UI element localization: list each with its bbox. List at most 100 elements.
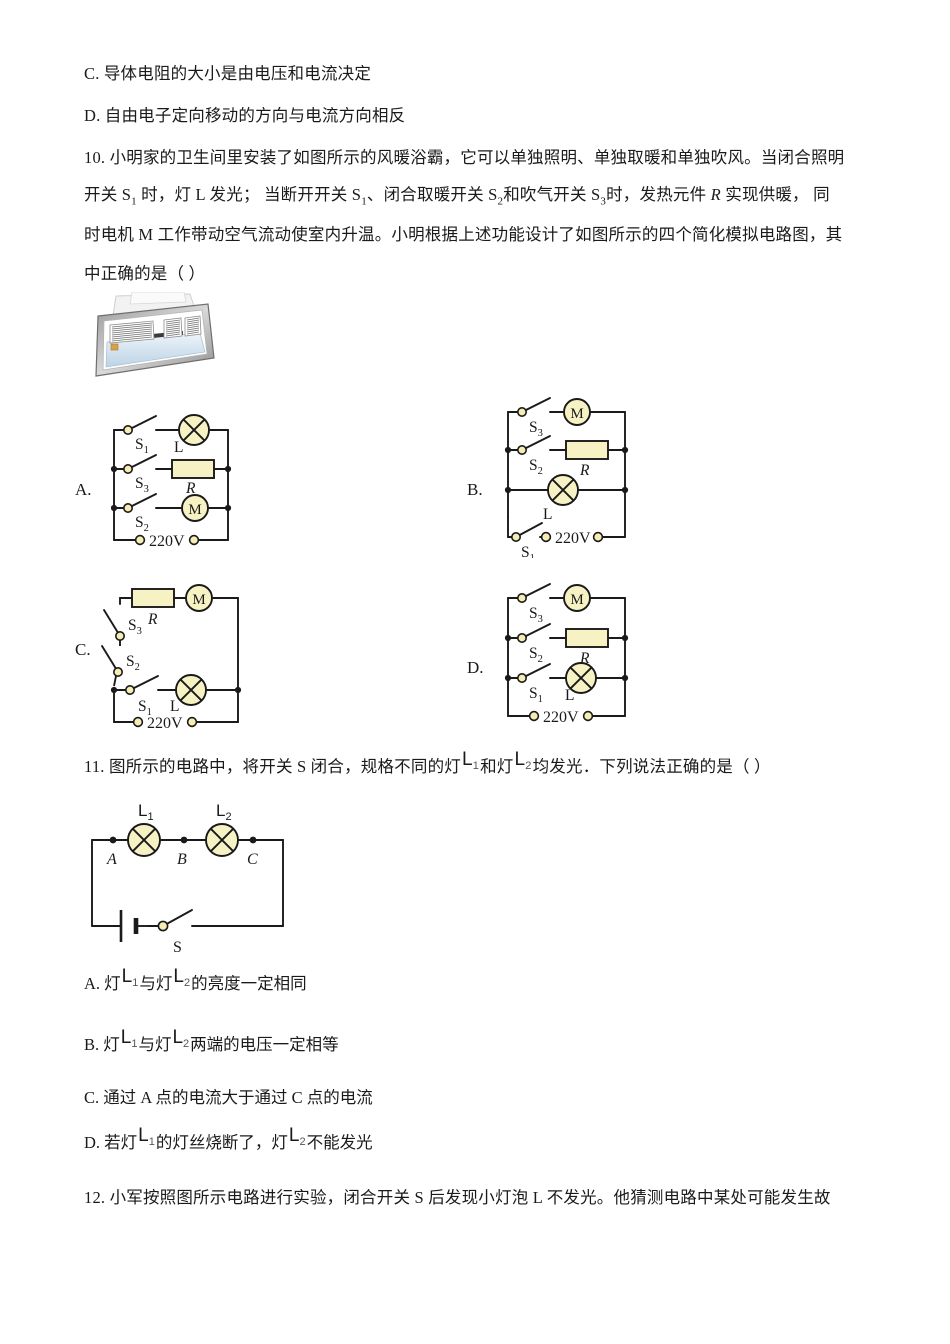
label-b: B [177, 851, 187, 868]
q11-stem-lamp1: L1 [461, 749, 480, 772]
q9-option-d: D. 自由电子定向移动的方向与电流方向相反 [84, 106, 406, 125]
q10-l2b: 时，灯 L 发光； 当断开开关 S [136, 185, 362, 204]
label-l: L [170, 698, 179, 715]
q11-option-b-key: B. [84, 1035, 100, 1054]
label-s1: S1 [135, 436, 149, 456]
q11-option-a-l1: L1 [121, 966, 139, 989]
label-220v: 220V [149, 533, 185, 550]
q10-choice-d-figure: M S3 S2 S1 R L 220V D. [467, 576, 656, 736]
q11-option-d-pre: 若灯 [104, 1133, 138, 1152]
q10-choice-c-figure: M S3 S2 S1 R L 220V C. [75, 580, 268, 740]
label-l2: L2 [216, 801, 232, 823]
source-terminal-right [592, 531, 604, 543]
switch-s3 [103, 609, 125, 642]
choice-d-key[interactable]: D. [467, 658, 484, 677]
label-r: R [147, 611, 158, 628]
q11-option-b-post: 两端的电压一定相等 [190, 1035, 339, 1054]
label-220v: 220V [555, 530, 591, 547]
q10-l2a-sub: 1 [131, 195, 137, 208]
switch-s2 [516, 623, 551, 643]
motor-m: M [563, 584, 591, 612]
lamp-l1 [127, 823, 161, 857]
q10-l2g: 实现供暖， 同 [720, 185, 830, 204]
resistor-r [565, 628, 609, 648]
switch-s1 [122, 415, 157, 435]
q10-line1-text: 小明家的卫生间里安装了如图所示的风暖浴霸，它可以单独照明、单独取暖和单独吹风。当… [109, 148, 845, 167]
q10-l2c: 、闭合取暖开关 S [366, 185, 498, 204]
label-r: R [185, 480, 196, 497]
q10-resistor-symbol: R [710, 185, 721, 204]
label-s3: S3 [529, 419, 543, 439]
q9-option-c: C. 导体电阻的大小是由电压和电流决定 [84, 64, 372, 83]
lamp-l2 [205, 823, 239, 857]
resistor-r [131, 588, 175, 608]
q11-option-a-pre: 灯 [104, 974, 121, 993]
switch-s1 [124, 675, 159, 696]
q11-option-c-text: 通过 A 点的电流大于通过 C 点的电流 [103, 1088, 373, 1107]
switch-s2 [101, 645, 123, 687]
label-s: S [173, 939, 182, 956]
label-r: R [579, 650, 590, 667]
switch-s3 [516, 583, 551, 603]
q11-option-d-mid: 的灯丝烧断了，灯 [155, 1133, 288, 1152]
q11-option-c-key: C. [84, 1088, 100, 1107]
bath-heater-image [86, 291, 218, 389]
source-terminal-left [528, 710, 540, 722]
q11-stem-a: 图所示的电路中，将开关 S 闭合，规格不同的灯 [108, 757, 461, 776]
svg-text:M: M [570, 406, 583, 422]
source-terminal-right [188, 534, 200, 546]
q11-stem: 11. 图所示的电路中，将开关 S 闭合，规格不同的灯L1和灯L2均发光．下列说… [84, 749, 771, 781]
label-s3: S3 [135, 475, 149, 495]
source-terminal-right [582, 710, 594, 722]
motor-m: M [181, 494, 209, 522]
choice-b-key[interactable]: B. [467, 480, 483, 499]
choice-c-key[interactable]: C. [75, 640, 91, 659]
label-s3: S3 [128, 617, 142, 637]
q10-l2b-sub: 1 [361, 195, 367, 208]
q11-option-a: A. 灯L1与灯L2的亮度一定相同 [84, 966, 307, 998]
svg-text:M: M [188, 502, 201, 518]
label-s2: S2 [529, 645, 543, 665]
q10-choice-a-figure: M S1 S3 S2 L R 220V A. [75, 400, 258, 558]
q11-option-d-l2: L2 [288, 1125, 306, 1148]
q11-option-b-l1: L1 [120, 1027, 138, 1050]
label-220v: 220V [543, 709, 579, 726]
source-terminal-left [132, 716, 144, 728]
q11-option-d-post: 不能发光 [306, 1133, 373, 1152]
q10-l2e: 时，发热元件 [606, 185, 711, 204]
q10-number: 10. [84, 148, 106, 167]
q10-l2c-sub: 2 [497, 195, 504, 208]
svg-text:M: M [192, 592, 205, 608]
label-s2: S2 [529, 457, 543, 477]
q11-option-d-key: D. [84, 1133, 101, 1152]
q10-l2a: 开关 S [84, 185, 132, 204]
q12-line1-text: 小军按照图所示电路进行实验，闭合开关 S 后发现小灯泡 L 不发光。他猜测电路中… [109, 1188, 831, 1207]
q10-choice-b-figure: M S3 S2 S1 R L 220V B. [467, 392, 656, 558]
label-s2: S2 [135, 514, 149, 534]
node-c-dot [249, 836, 257, 844]
q11-stem-mid: 和灯 [480, 757, 514, 776]
switch-s [157, 909, 193, 932]
label-s2: S2 [126, 653, 140, 673]
choice-a-key[interactable]: A. [75, 480, 92, 499]
label-l: L [543, 506, 552, 523]
q11-option-d: D. 若灯L1的灯丝烧断了，灯L2不能发光 [84, 1125, 373, 1157]
lamp-l [178, 414, 210, 446]
lamp-l [565, 662, 597, 694]
q11-option-b-mid: 与灯 [138, 1035, 172, 1054]
source-terminal-right [186, 716, 198, 728]
q10-stem-line1: 10. 小明家的卫生间里安装了如图所示的风暖浴霸，它可以单独照明、单独取暖和单独… [84, 146, 844, 170]
q11-option-b-l2: L2 [172, 1027, 190, 1050]
label-a: A [106, 851, 117, 868]
label-r: R [579, 462, 590, 479]
switch-s3 [516, 397, 551, 417]
label-l: L [174, 439, 183, 456]
q11-number: 11. [84, 757, 105, 776]
q11-stem-lamp2: L2 [514, 749, 532, 772]
q10-stem-line4: 中正确的是（ ） [84, 264, 206, 283]
source-terminal-left [134, 534, 146, 546]
q11-option-c: C. 通过 A 点的电流大于通过 C 点的电流 [84, 1086, 373, 1110]
lamp-l [175, 674, 207, 706]
battery-symbol [119, 910, 148, 942]
switch-s1 [516, 663, 551, 684]
